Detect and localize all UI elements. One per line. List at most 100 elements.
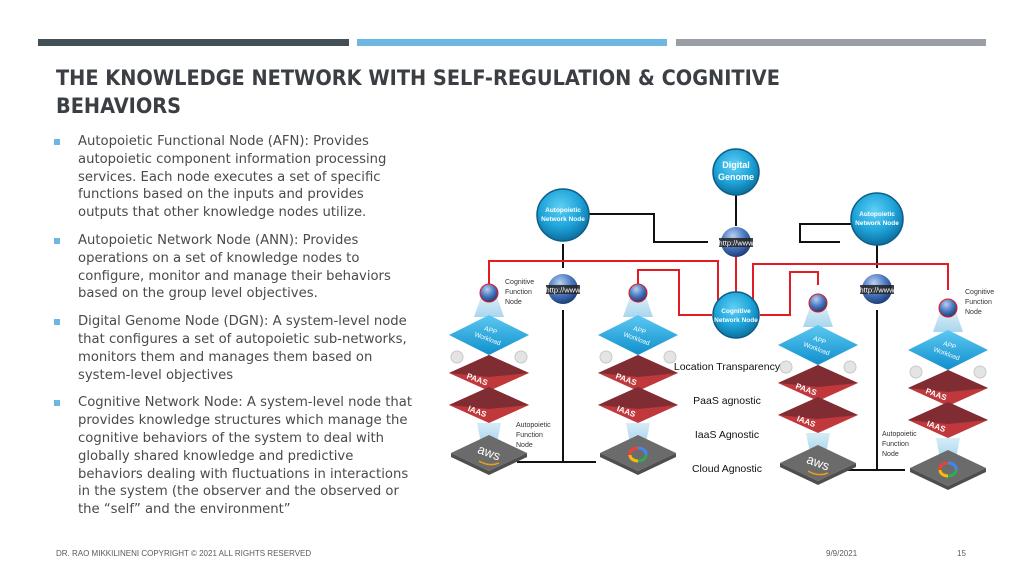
cfn-left-1: Cognitive [505, 279, 534, 286]
genome-label-1: Digital [722, 160, 750, 170]
cfn-left-3: Node [505, 299, 522, 306]
google-cloud-logo-icon [938, 461, 958, 478]
cognitive-function-node-label-right: Cognitive Function Node [965, 289, 994, 316]
app-label: APP [483, 325, 498, 336]
iaas-tile-top [598, 387, 678, 409]
beam-shape [623, 297, 653, 317]
header-bar-blue [357, 39, 667, 46]
globe-hub-right: http://www [859, 274, 895, 304]
cognitive-function-node-globe-icon [628, 283, 648, 303]
beam-shape [803, 307, 833, 327]
cnn-label-1: Cognitive [721, 308, 751, 315]
afn-left-3: Node [516, 442, 533, 449]
globe-url-label: http://www [545, 286, 581, 295]
ann-right-label-1: Autopoietic [859, 211, 895, 218]
app-label: APP [812, 335, 827, 346]
footer-copyright: DR. RAO MIKKILINENI COPYRIGHT © 2021 ALL… [56, 549, 312, 558]
genome-label-2: Genome [718, 172, 754, 182]
bullet-text: Autopoietic Functional Node (AFN): Provi… [78, 134, 387, 221]
red-link-3 [752, 263, 949, 305]
link-ann-left-to-hub [562, 213, 708, 243]
gear-icon [843, 360, 857, 374]
black-links [517, 194, 905, 471]
globe-hub-left: http://www [545, 274, 581, 304]
google-cloud-logo-icon [628, 446, 648, 463]
cloud-provider-tile-edge [780, 463, 856, 485]
globe-url-label: http://www [859, 286, 895, 295]
ann-left-label-2: Network Node [541, 216, 585, 223]
layer-iaas-agnostic: IaaS Agnostic [695, 429, 759, 441]
afn-right-1: Autopoietic [882, 431, 917, 438]
cfn-right-1: Cognitive [965, 289, 994, 296]
bullet-text: Digital Genome Node (DGN): A system-leve… [78, 314, 407, 383]
cloud-provider-tile [600, 435, 676, 471]
app-workload-tile [598, 315, 678, 355]
cognitive-network-node: Cognitive Network Node [712, 291, 760, 339]
header-bar-gray [676, 39, 986, 46]
knowledge-network-diagram: Digital Genome Autopoietic Network Node … [449, 148, 994, 490]
cloud-provider-tile-edge [451, 453, 527, 475]
gear-icon [973, 365, 987, 379]
afn-left-2: Function [516, 432, 543, 439]
gear-icon [779, 360, 793, 374]
autopoietic-network-node-right: Autopoietic Network Node [850, 192, 904, 246]
autopoietic-function-node-label-right: Autopoietic Function Node [882, 431, 917, 458]
paas-tile-top [778, 365, 858, 387]
app-workload-tile [449, 315, 529, 355]
app-label: APP [942, 340, 957, 351]
beam-shape [474, 297, 504, 317]
footer-page-number: 15 [957, 549, 966, 558]
iaas-tile-top [449, 387, 529, 409]
app-workload-tile [778, 325, 858, 365]
bullet-text: Autopoietic Network Node (ANN): Provides… [78, 232, 391, 302]
paas-tile-top [449, 355, 529, 377]
paas-tile-top [908, 370, 988, 392]
red-link-4 [760, 271, 819, 316]
digital-genome-node: Digital Genome [712, 148, 760, 196]
autopoietic-function-node-label-left: Autopoietic Function Node [516, 422, 551, 449]
cognitive-function-node-globe-icon [938, 298, 958, 318]
layer-paas-agnostic: PaaS agnostic [693, 395, 761, 407]
gear-icon [909, 365, 923, 379]
app-workload-tile [908, 330, 988, 370]
layer-labels: Location Transparency PaaS agnostic IaaS… [674, 361, 781, 475]
ann-left-label-1: Autopoietic [545, 207, 581, 214]
gear-icon [663, 350, 677, 364]
aws-smile-icon [807, 470, 829, 476]
bullet-cognitive-network-node: Cognitive Network Node: A system-level n… [52, 394, 412, 519]
iaas-tile-top [908, 402, 988, 424]
paas-tile-top [598, 355, 678, 377]
red-link-2 [637, 269, 712, 316]
cloud-provider-tile [910, 450, 986, 486]
afn-left-1: Autopoietic [516, 422, 551, 429]
bullet-ann: Autopoietic Network Node (ANN): Provides… [52, 232, 412, 303]
cognitive-function-node-globe-icon [808, 293, 828, 313]
iaas-tile-top [778, 397, 858, 419]
beam-shape [933, 312, 963, 332]
aws-smile-icon [478, 460, 500, 466]
layer-location-transparency: Location Transparency [674, 361, 781, 373]
cfn-left-2: Function [505, 289, 532, 296]
autopoietic-network-node-left: Autopoietic Network Node [536, 188, 590, 242]
layer-cloud-agnostic: Cloud Agnostic [692, 463, 762, 475]
globe-url-label: http://www [718, 239, 754, 248]
red-links [488, 256, 949, 316]
cnn-label-2: Network Node [714, 317, 758, 324]
bullet-afn: Autopoietic Functional Node (AFN): Provi… [52, 133, 412, 222]
cloud-provider-tile-edge [600, 453, 676, 475]
cognitive-function-node-label-left: Cognitive Function Node [505, 279, 534, 306]
slide-title: THE KNOWLEDGE NETWORK WITH SELF-REGULATI… [56, 66, 780, 118]
cfn-right-3: Node [965, 309, 982, 316]
gear-icon [599, 350, 613, 364]
gear-icon [450, 350, 464, 364]
cfn-right-2: Function [965, 299, 992, 306]
red-link-1 [488, 260, 719, 308]
globe-hub-center: http://www [718, 227, 754, 257]
afn-right-2: Function [882, 441, 909, 448]
bullet-square-icon [54, 400, 60, 407]
